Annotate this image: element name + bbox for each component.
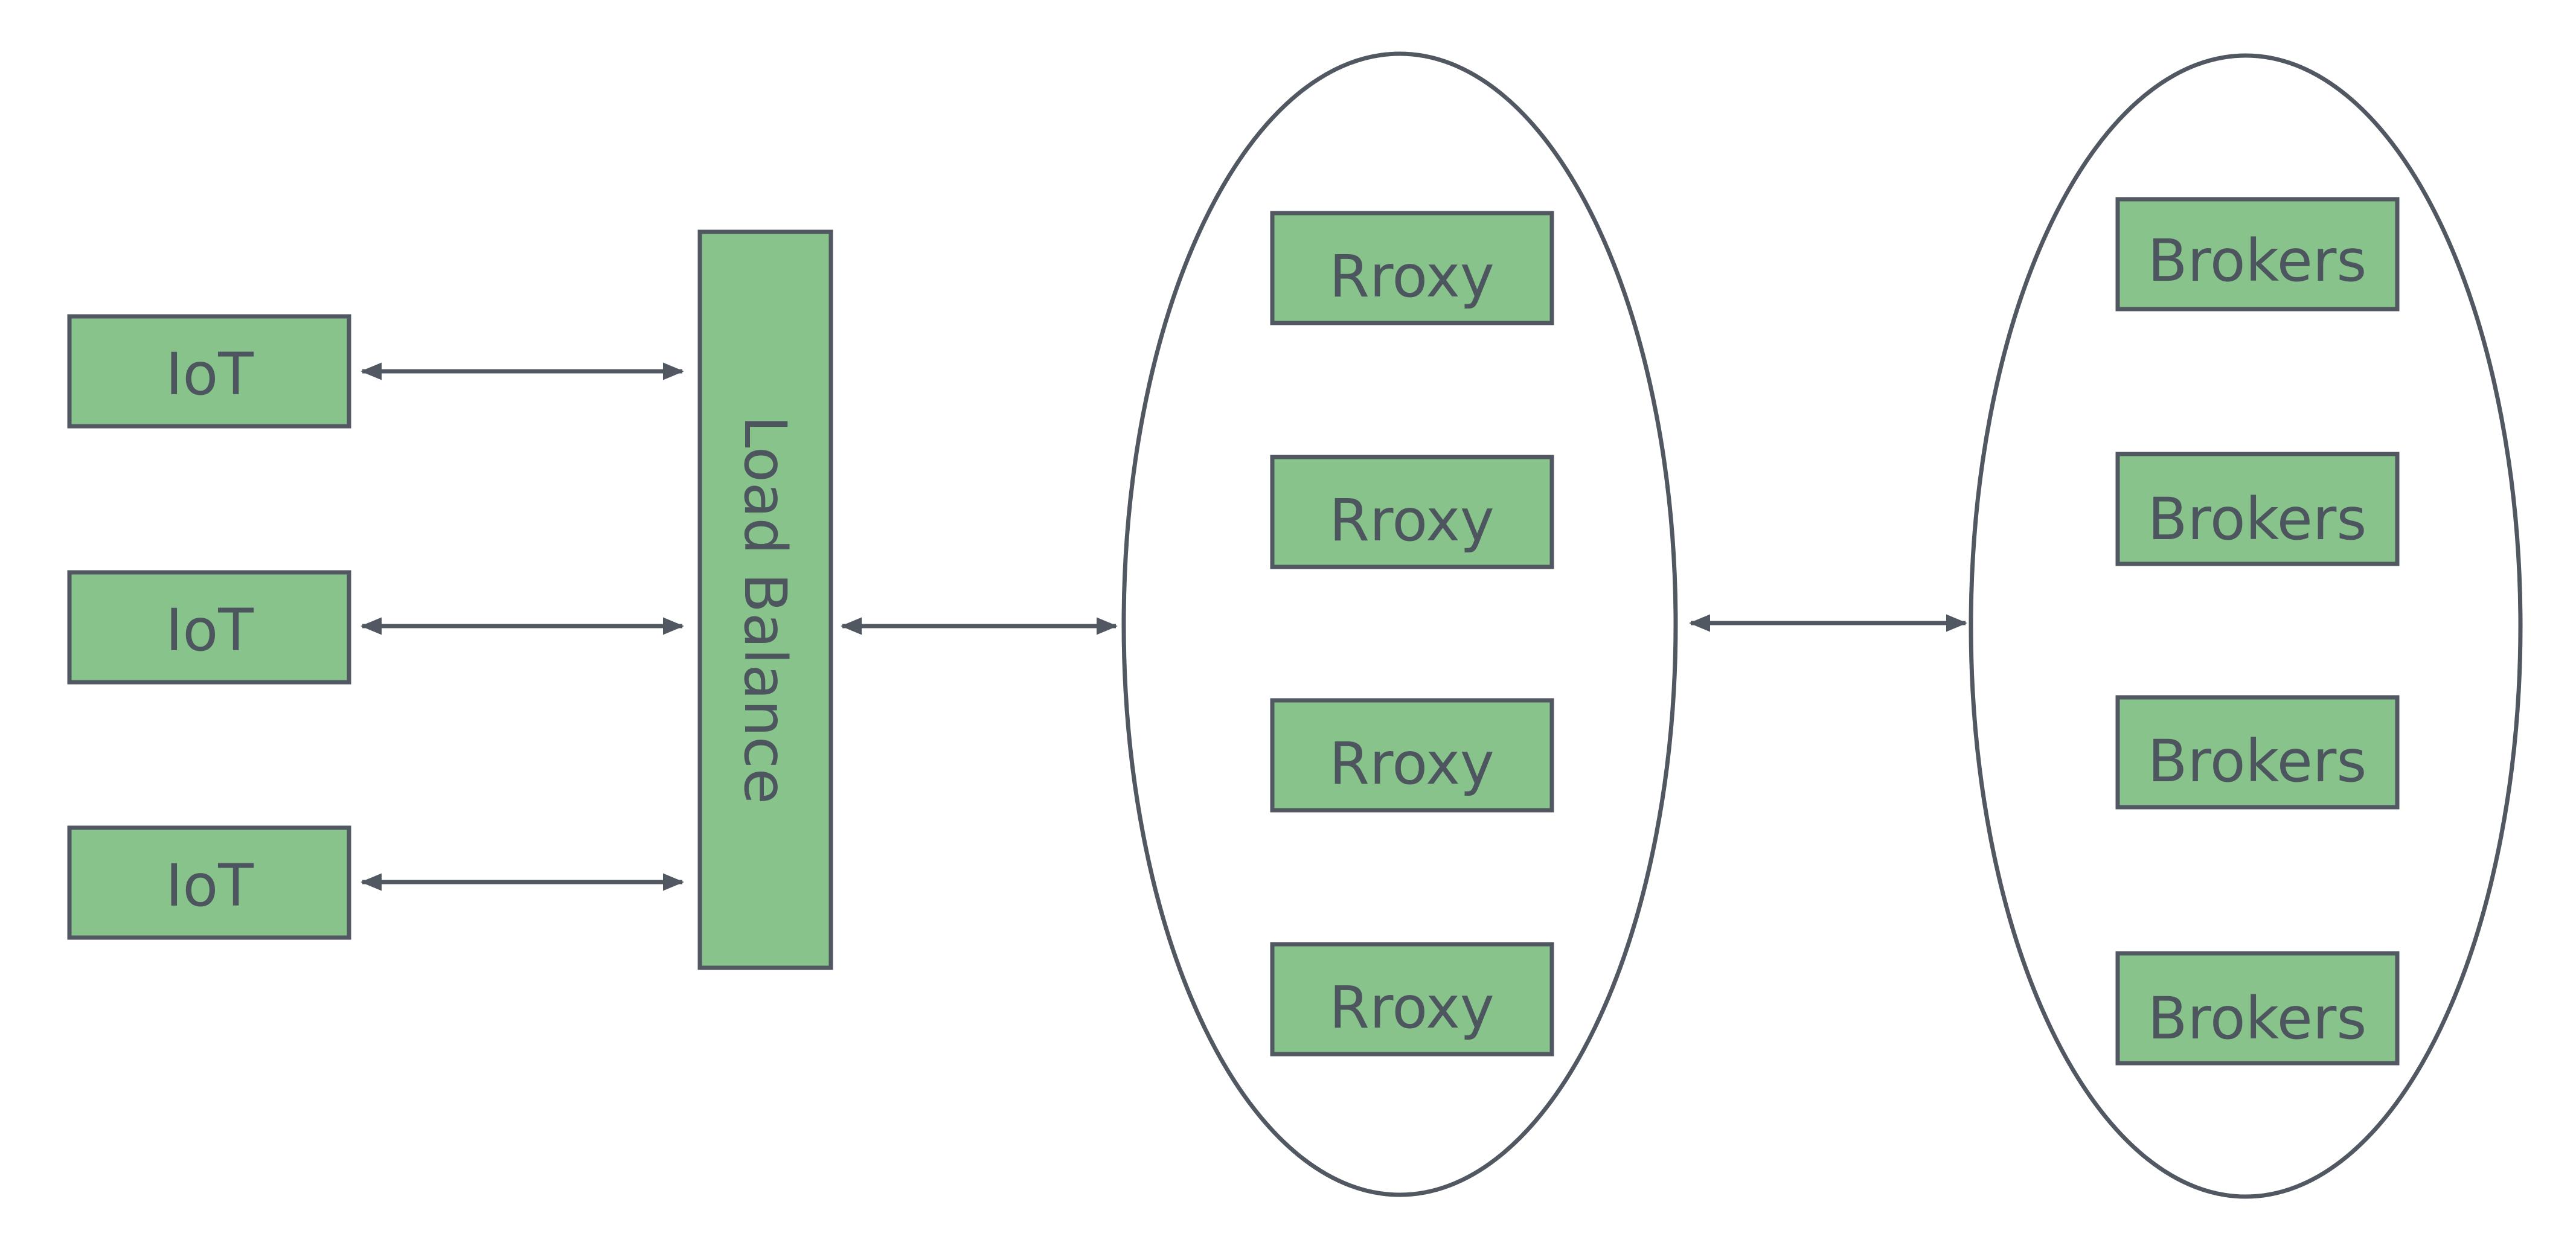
- iot-label: IoT: [165, 852, 254, 919]
- proxy-node: Rroxy: [1270, 211, 1554, 325]
- proxy-label: Rroxy: [1329, 487, 1494, 554]
- broker-label: Brokers: [2148, 728, 2367, 795]
- proxy-node: Rroxy: [1270, 455, 1554, 569]
- proxy-label: Rroxy: [1329, 243, 1494, 310]
- broker-node: Brokers: [2115, 452, 2400, 566]
- broker-group: [1969, 53, 2523, 1199]
- broker-label: Brokers: [2148, 485, 2367, 553]
- proxy-node: Rroxy: [1270, 942, 1554, 1057]
- iot-label: IoT: [165, 341, 254, 408]
- iot-device: IoT: [67, 570, 351, 685]
- broker-label: Brokers: [2148, 985, 2367, 1052]
- broker-node: Brokers: [2115, 695, 2400, 810]
- broker-node: Brokers: [2115, 951, 2400, 1066]
- iot-device: IoT: [67, 314, 351, 429]
- broker-node: Brokers: [2115, 197, 2400, 312]
- proxy-label: Rroxy: [1329, 974, 1494, 1041]
- proxy-group: [1121, 51, 1678, 1197]
- load-balancer-label: Load Balance: [731, 415, 799, 804]
- proxy-node: Rroxy: [1270, 698, 1554, 813]
- iot-label: IoT: [165, 596, 254, 664]
- load-balancer: Load Balance: [697, 229, 833, 970]
- proxy-label: Rroxy: [1329, 730, 1494, 798]
- broker-label: Brokers: [2148, 227, 2367, 295]
- iot-device: IoT: [67, 825, 351, 940]
